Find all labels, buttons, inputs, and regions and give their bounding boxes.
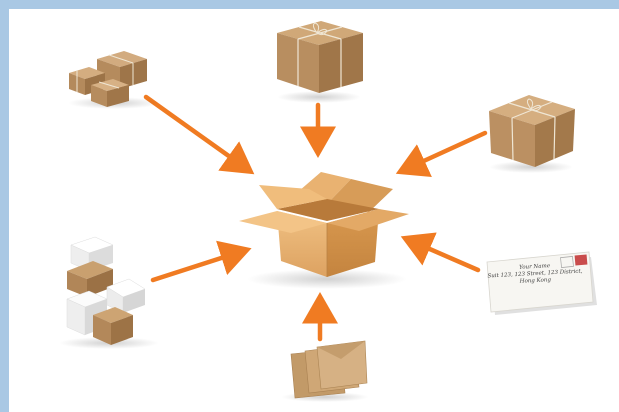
wrapped-parcel-icon [489, 95, 575, 173]
parcel-consolidation-diagram [59, 21, 597, 402]
white-and-brown-parcel-stack-icon [59, 236, 159, 349]
addressed-envelope-icon [486, 251, 597, 315]
arrow-group [143, 94, 488, 342]
open-cardboard-box-icon [239, 172, 409, 289]
stack-of-parcels-icon [68, 51, 160, 109]
arrow-from-top-right [395, 130, 488, 178]
arrow-from-left [150, 240, 252, 283]
arrow-from-top-left [143, 94, 255, 175]
padded-envelopes-icon [281, 340, 369, 402]
wrapped-parcel-icon [277, 21, 363, 103]
postmark-icon [560, 256, 574, 268]
stamp-icon [574, 254, 588, 266]
arrow-from-right [400, 232, 481, 273]
diagram-canvas: Your Name Suit 123, 123 Street, 123 Dist… [9, 9, 619, 412]
